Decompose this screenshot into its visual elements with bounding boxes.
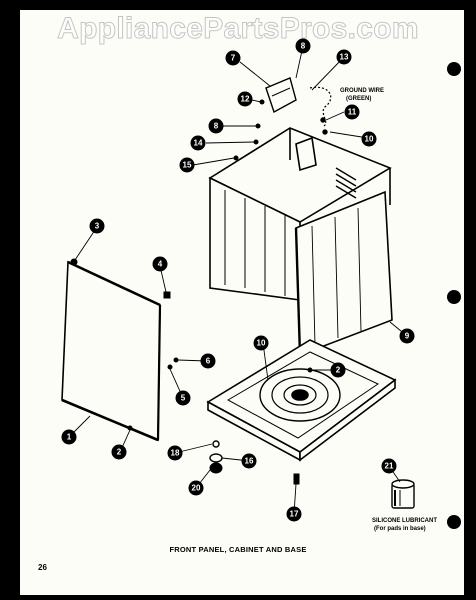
leader-lines bbox=[69, 45, 408, 515]
svg-text:5: 5 bbox=[181, 394, 186, 403]
svg-text:2: 2 bbox=[336, 366, 341, 375]
callout-2-left: 2 bbox=[111, 444, 127, 460]
svg-text:8: 8 bbox=[301, 42, 306, 51]
callout-14: 14 bbox=[190, 135, 206, 151]
callout-12: 12 bbox=[237, 91, 253, 107]
callout-9: 9 bbox=[399, 328, 415, 344]
callout-2-right: 2 bbox=[330, 362, 346, 378]
svg-text:9: 9 bbox=[405, 332, 410, 341]
svg-text:13: 13 bbox=[340, 53, 349, 62]
callout-8-top: 8 bbox=[295, 38, 311, 54]
callout-15: 15 bbox=[179, 157, 195, 173]
svg-text:2: 2 bbox=[117, 448, 122, 457]
cabinet bbox=[208, 127, 392, 301]
callout-1: 1 bbox=[61, 429, 77, 445]
watermark: AppliancePartsPros.com bbox=[57, 12, 419, 46]
page-number: 26 bbox=[38, 563, 47, 572]
callout-16: 16 bbox=[241, 453, 257, 469]
lubricant-label: SILICONE LUBRICANT bbox=[372, 518, 437, 524]
svg-text:6: 6 bbox=[206, 357, 211, 366]
svg-text:15: 15 bbox=[183, 161, 192, 170]
ground-wire-label: GROUND WIRE bbox=[340, 88, 384, 94]
diagram-caption: FRONT PANEL, CABINET AND BASE bbox=[169, 545, 307, 554]
callout-20: 20 bbox=[188, 480, 204, 496]
svg-text:3: 3 bbox=[95, 222, 100, 231]
lubricant-note: (For pads in base) bbox=[374, 526, 426, 532]
svg-text:11: 11 bbox=[348, 108, 357, 117]
callout-circles: 8 7 13 12 11 8 10 14 15 3 4 9 10 6 2 5 1… bbox=[61, 38, 415, 522]
callout-21: 21 bbox=[381, 458, 397, 474]
svg-text:12: 12 bbox=[241, 95, 250, 104]
svg-text:14: 14 bbox=[194, 139, 203, 148]
callout-17: 17 bbox=[286, 506, 302, 522]
callout-7: 7 bbox=[225, 50, 241, 66]
hardware bbox=[70, 77, 415, 509]
svg-text:10: 10 bbox=[365, 135, 374, 144]
svg-text:1: 1 bbox=[67, 433, 72, 442]
callout-5: 5 bbox=[175, 390, 191, 406]
binder-hole-middle bbox=[447, 290, 461, 304]
callout-8-left: 8 bbox=[208, 118, 224, 134]
svg-text:20: 20 bbox=[192, 484, 201, 493]
svg-text:10: 10 bbox=[257, 339, 266, 348]
svg-text:7: 7 bbox=[231, 54, 236, 63]
svg-text:21: 21 bbox=[385, 462, 394, 471]
right-side-panel bbox=[294, 190, 393, 357]
binder-hole-bottom bbox=[447, 515, 461, 529]
svg-text:17: 17 bbox=[290, 510, 299, 519]
callout-4: 4 bbox=[152, 256, 168, 272]
callout-10-top: 10 bbox=[361, 131, 377, 147]
front-panel bbox=[61, 260, 162, 442]
svg-text:4: 4 bbox=[158, 260, 163, 269]
ground-wire-color: (GREEN) bbox=[346, 96, 371, 102]
callout-10-base: 10 bbox=[253, 335, 269, 351]
svg-text:16: 16 bbox=[245, 457, 254, 466]
callout-11: 11 bbox=[344, 104, 360, 120]
callout-6: 6 bbox=[200, 353, 216, 369]
svg-text:8: 8 bbox=[214, 122, 219, 131]
callout-3: 3 bbox=[89, 218, 105, 234]
binder-hole-top bbox=[447, 62, 461, 76]
svg-text:18: 18 bbox=[171, 449, 180, 458]
base bbox=[206, 339, 397, 462]
callout-13: 13 bbox=[336, 49, 352, 65]
callout-18: 18 bbox=[167, 445, 183, 461]
